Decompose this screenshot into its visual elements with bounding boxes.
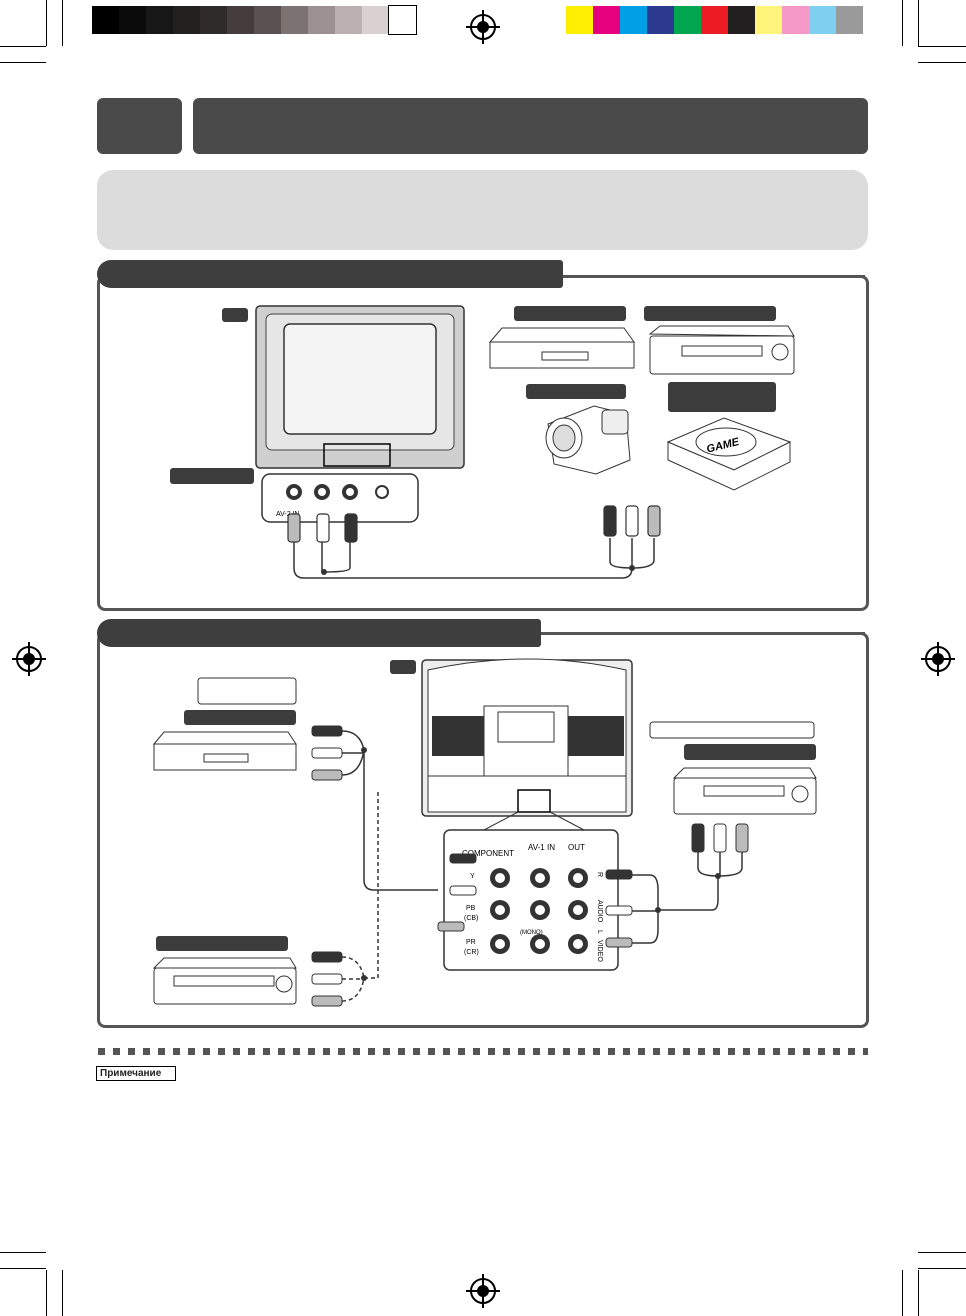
pr-label: PR (466, 939, 476, 946)
grayscale-color-bar (92, 5, 417, 35)
color-swatch (308, 6, 335, 34)
crop-mark (918, 1268, 966, 1269)
crop-mark (62, 0, 63, 46)
section-heading-rear (97, 619, 541, 647)
color-swatch (755, 6, 782, 34)
crop-mark (902, 1270, 903, 1316)
color-swatch (782, 6, 809, 34)
color-swatch (200, 6, 227, 34)
color-swatch (146, 6, 173, 34)
color-swatch (119, 6, 146, 34)
crop-mark (0, 62, 46, 63)
crop-mark (0, 1252, 46, 1253)
jacks (490, 868, 588, 954)
note-label: Примечание (96, 1066, 177, 1081)
color-swatch (647, 6, 674, 34)
crop-mark (62, 1270, 63, 1316)
out-label: OUT (568, 843, 585, 852)
color-swatch (701, 6, 728, 34)
dotted-separator (98, 1048, 868, 1055)
crop-mark (0, 1268, 46, 1269)
pr-sub-label: (CR) (464, 949, 479, 956)
color-swatch (173, 6, 200, 34)
color-swatch (728, 6, 755, 34)
intro-box (97, 170, 868, 250)
color-swatch (388, 5, 417, 35)
crop-mark (46, 1270, 47, 1316)
page-title-bar (193, 98, 868, 154)
color-swatch (674, 6, 701, 34)
section-heading-front (97, 260, 563, 288)
l-label: L (596, 930, 603, 934)
rear-connection-diagram: COMPONENT AV-1 IN OUT Y PB (CB) PR (CR) … (152, 658, 817, 1007)
crop-mark (918, 1252, 966, 1253)
color-swatch (281, 6, 308, 34)
chapter-tab (97, 98, 182, 154)
video-label: VIDEO (596, 940, 603, 962)
crop-mark (918, 46, 966, 47)
heading-connector (548, 632, 865, 635)
registration-mark-icon (466, 10, 500, 44)
mono-label: (MONO) (520, 930, 543, 936)
heading-connector (570, 275, 865, 278)
pb-label: PB (466, 905, 476, 912)
crop-mark (918, 62, 966, 63)
y-label: Y (470, 873, 475, 880)
color-swatch (593, 6, 620, 34)
crop-mark (902, 0, 903, 46)
color-swatch (836, 6, 863, 34)
crop-mark (918, 0, 919, 46)
color-swatch (92, 6, 119, 34)
color-swatch (362, 6, 389, 34)
color-swatch (227, 6, 254, 34)
registration-mark-icon (466, 1274, 500, 1308)
registration-mark-icon (12, 642, 46, 676)
pb-sub-label: (CB) (464, 915, 478, 922)
component-label: COMPONENT (462, 849, 514, 858)
color-swatch (620, 6, 647, 34)
color-swatch (566, 6, 593, 34)
audio-label: AUDIO (596, 900, 603, 923)
process-color-bar (566, 6, 863, 34)
color-swatch (335, 6, 362, 34)
color-swatch (254, 6, 281, 34)
av2-in-label: AV-2 IN (276, 511, 300, 518)
crop-mark (0, 46, 46, 47)
front-connection-diagram: AV-2 IN GAME (170, 305, 795, 579)
color-swatch (809, 6, 836, 34)
crop-mark (46, 0, 47, 46)
registration-mark-icon (921, 642, 955, 676)
av1-in-label: AV-1 IN (528, 843, 555, 852)
crop-mark (918, 1270, 919, 1316)
r-label: R (596, 872, 603, 877)
